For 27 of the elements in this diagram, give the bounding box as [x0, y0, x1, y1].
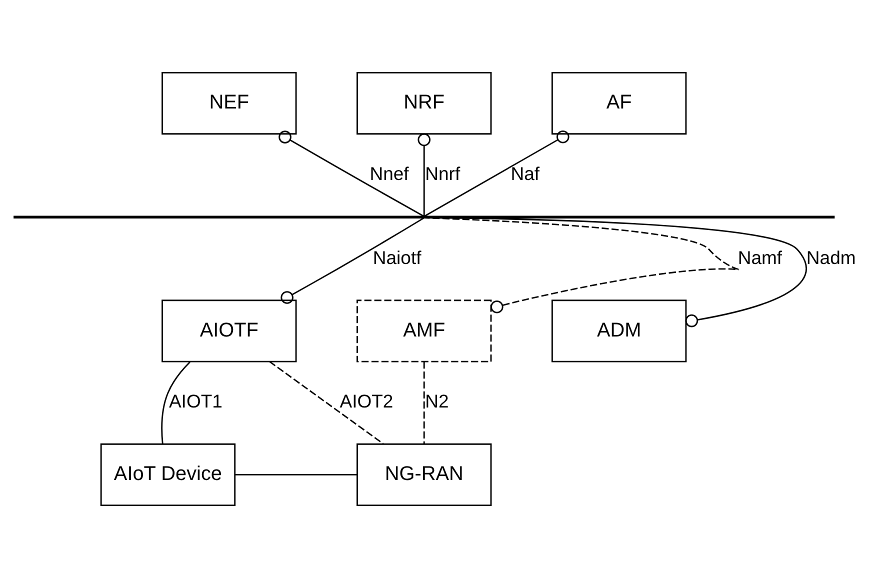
node-box: NRF	[356, 71, 492, 134]
edge-label: Naf	[510, 162, 540, 184]
edge-label: AIOT1	[168, 390, 222, 412]
node-box: NG-RAN	[356, 442, 492, 506]
node-box: NEF	[162, 71, 297, 134]
connector	[424, 216, 807, 327]
edge-label: Namf	[738, 246, 782, 268]
node-box: AIoT Device	[100, 442, 236, 506]
connector	[161, 360, 190, 444]
node-box: AIOTF	[162, 299, 297, 362]
node-box: AMF	[356, 299, 492, 362]
node-bar	[14, 215, 835, 218]
connector	[418, 132, 431, 216]
connector	[280, 216, 424, 304]
node-box: AF	[551, 71, 687, 134]
edge-label: Nnef	[370, 162, 409, 184]
connector	[424, 130, 570, 216]
connector	[423, 361, 425, 444]
connector	[269, 360, 384, 444]
edge-label: N2	[425, 390, 449, 412]
connector	[278, 130, 424, 216]
edge-label: AIOT2	[340, 390, 394, 412]
node-box: ADM	[551, 299, 687, 362]
connector	[235, 474, 357, 475]
edge-label: Nnrf	[425, 162, 460, 184]
edge-label: Naiotf	[372, 246, 422, 268]
edge-label: Nadm	[806, 246, 856, 268]
